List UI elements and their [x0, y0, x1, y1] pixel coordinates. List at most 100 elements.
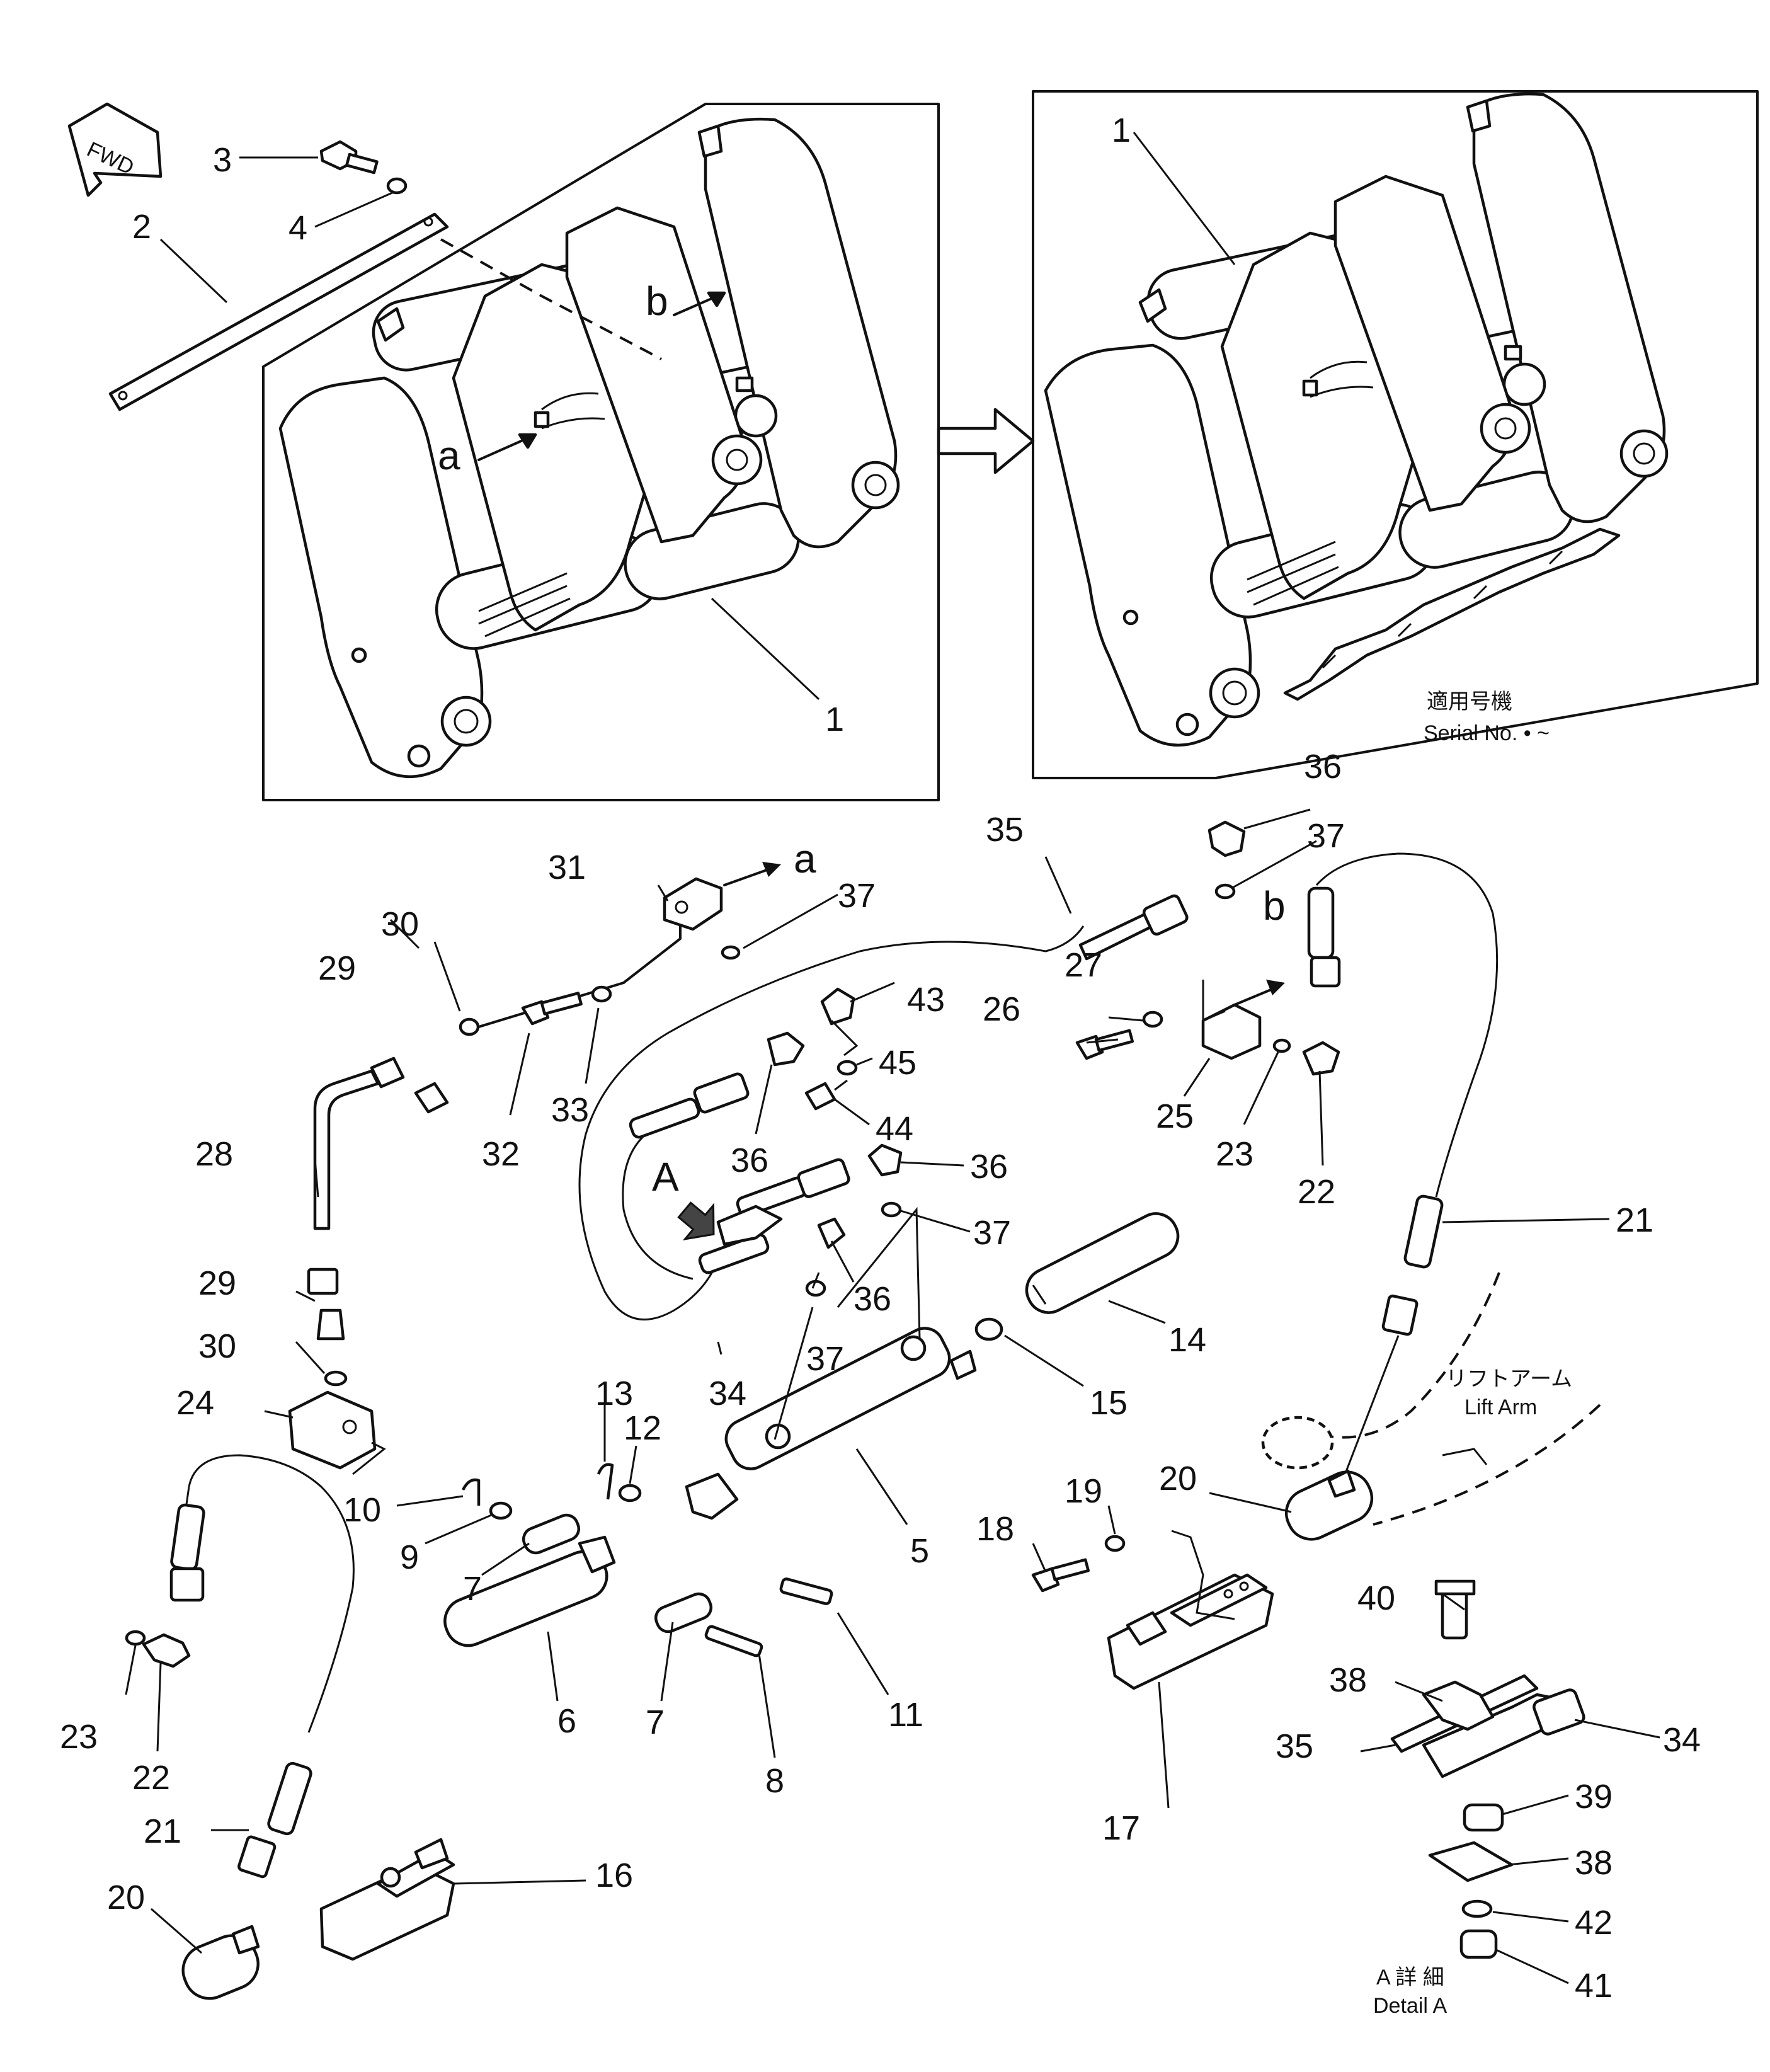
bolt-32 [521, 992, 583, 1026]
letter-a-lower: a [794, 836, 816, 881]
bolt-8 [704, 1625, 763, 1657]
callout-33: 33 [551, 1091, 589, 1129]
block-24 [288, 1390, 377, 1470]
fwd-arrow-icon: FWD [67, 102, 163, 197]
detail-a-view [1390, 1579, 1585, 1959]
callout-22: 22 [132, 1759, 170, 1797]
callout-18: 18 [976, 1510, 1014, 1548]
pin-6 [443, 1535, 616, 1647]
leader-lines [125, 132, 1660, 1984]
letter-b-lower: b [1263, 883, 1286, 929]
callout-1: 1 [1112, 112, 1131, 149]
lift-arm-en: Lift Arm [1465, 1395, 1537, 1419]
callout-34: 34 [1663, 1721, 1701, 1759]
callout-5: 5 [910, 1532, 929, 1570]
callout-labels: 1 1 2 3 4 5 6 7 7 8 9 10 11 12 13 14 15 … [60, 112, 1701, 2005]
callout-13: 13 [595, 1375, 633, 1412]
letter-a-top: a [438, 433, 460, 478]
callout-34: 34 [709, 1375, 746, 1412]
callout-40: 40 [1357, 1579, 1395, 1617]
callout-23: 23 [60, 1718, 98, 1756]
hose-upper [859, 925, 1085, 953]
washer-33 [591, 985, 612, 1003]
callout-7: 7 [463, 1570, 482, 1608]
washer-4 [386, 177, 408, 195]
callout-10: 10 [343, 1491, 381, 1529]
callout-35: 35 [1276, 1727, 1313, 1765]
callout-45: 45 [879, 1044, 916, 1082]
callout-25: 25 [1156, 1097, 1194, 1135]
callout-37: 37 [838, 877, 876, 915]
callout-37: 37 [806, 1340, 844, 1378]
bolt-26 [1075, 1029, 1134, 1060]
switch-20-left [181, 1925, 260, 2000]
callout-17: 17 [1102, 1809, 1140, 1847]
lift-arm-jp: リフトアーム [1446, 1367, 1572, 1391]
callout-36: 36 [854, 1280, 891, 1318]
callout-37: 37 [973, 1214, 1011, 1252]
callout-14: 14 [1168, 1321, 1206, 1359]
callout-38: 38 [1575, 1844, 1613, 1882]
callout-28: 28 [195, 1135, 233, 1173]
callout-15: 15 [1090, 1384, 1128, 1422]
panel-before [262, 103, 940, 801]
callout-19: 19 [1065, 1472, 1102, 1510]
lift-arm-outline [1328, 1272, 1500, 1439]
connector-25 [1201, 980, 1262, 1060]
callout-43: 43 [907, 981, 945, 1019]
letter-A: A [652, 1154, 679, 1199]
callout-6: 6 [557, 1702, 576, 1740]
tube-28 [313, 1069, 380, 1230]
callout-22: 22 [1298, 1173, 1335, 1211]
detail-a-en: Detail A [1373, 1994, 1447, 2018]
callout-42: 42 [1575, 1904, 1613, 1942]
callout-38: 38 [1329, 1661, 1367, 1699]
serial-note-en: Serial No. • ~ [1424, 721, 1550, 745]
callout-31: 31 [548, 849, 586, 886]
washer-15 [974, 1317, 1003, 1341]
callout-9: 9 [400, 1538, 419, 1576]
callout-21: 21 [144, 1812, 181, 1850]
panel-after [1032, 90, 1759, 779]
callout-23: 23 [1216, 1135, 1253, 1173]
callout-30: 30 [381, 905, 419, 943]
callout-29: 29 [198, 1264, 236, 1302]
callout-29: 29 [318, 949, 356, 987]
callout-20: 20 [1159, 1460, 1197, 1497]
switch-20-right [1284, 1469, 1374, 1541]
callout-7: 7 [646, 1703, 665, 1741]
callout-37: 37 [1307, 817, 1345, 855]
callout-36: 36 [731, 1142, 768, 1179]
callout-36: 36 [970, 1148, 1008, 1186]
plate-7a [522, 1513, 581, 1555]
plate-2 [108, 212, 449, 411]
callout-12: 12 [624, 1409, 661, 1447]
bolt-18 [1031, 1558, 1090, 1593]
bolt-3 [319, 140, 379, 175]
connector-31 [663, 877, 723, 931]
callout-16: 16 [595, 1857, 633, 1894]
detail-a-jp: A 詳 細 [1376, 1966, 1444, 1989]
callout-21: 21 [1616, 1201, 1653, 1239]
bolt-11 [779, 1577, 833, 1605]
callout-11: 11 [888, 1696, 923, 1734]
callout-4: 4 [288, 209, 307, 247]
callout-41: 41 [1575, 1967, 1613, 2005]
callout-3: 3 [213, 141, 232, 179]
plate-7b [654, 1592, 713, 1634]
callout-44: 44 [876, 1110, 913, 1148]
callout-24: 24 [176, 1384, 214, 1422]
callout-2: 2 [132, 208, 151, 246]
callout-20: 20 [107, 1879, 145, 1916]
callout-32: 32 [482, 1135, 520, 1173]
callout-39: 39 [1575, 1778, 1613, 1816]
callout-30: 30 [198, 1327, 236, 1365]
hose-right [1315, 852, 1499, 1198]
washer-19 [1104, 1535, 1126, 1552]
callout-35: 35 [986, 811, 1024, 849]
detail-a-arrow [677, 1201, 715, 1240]
letter-b-top: b [646, 278, 668, 324]
callout-26: 26 [983, 990, 1020, 1028]
